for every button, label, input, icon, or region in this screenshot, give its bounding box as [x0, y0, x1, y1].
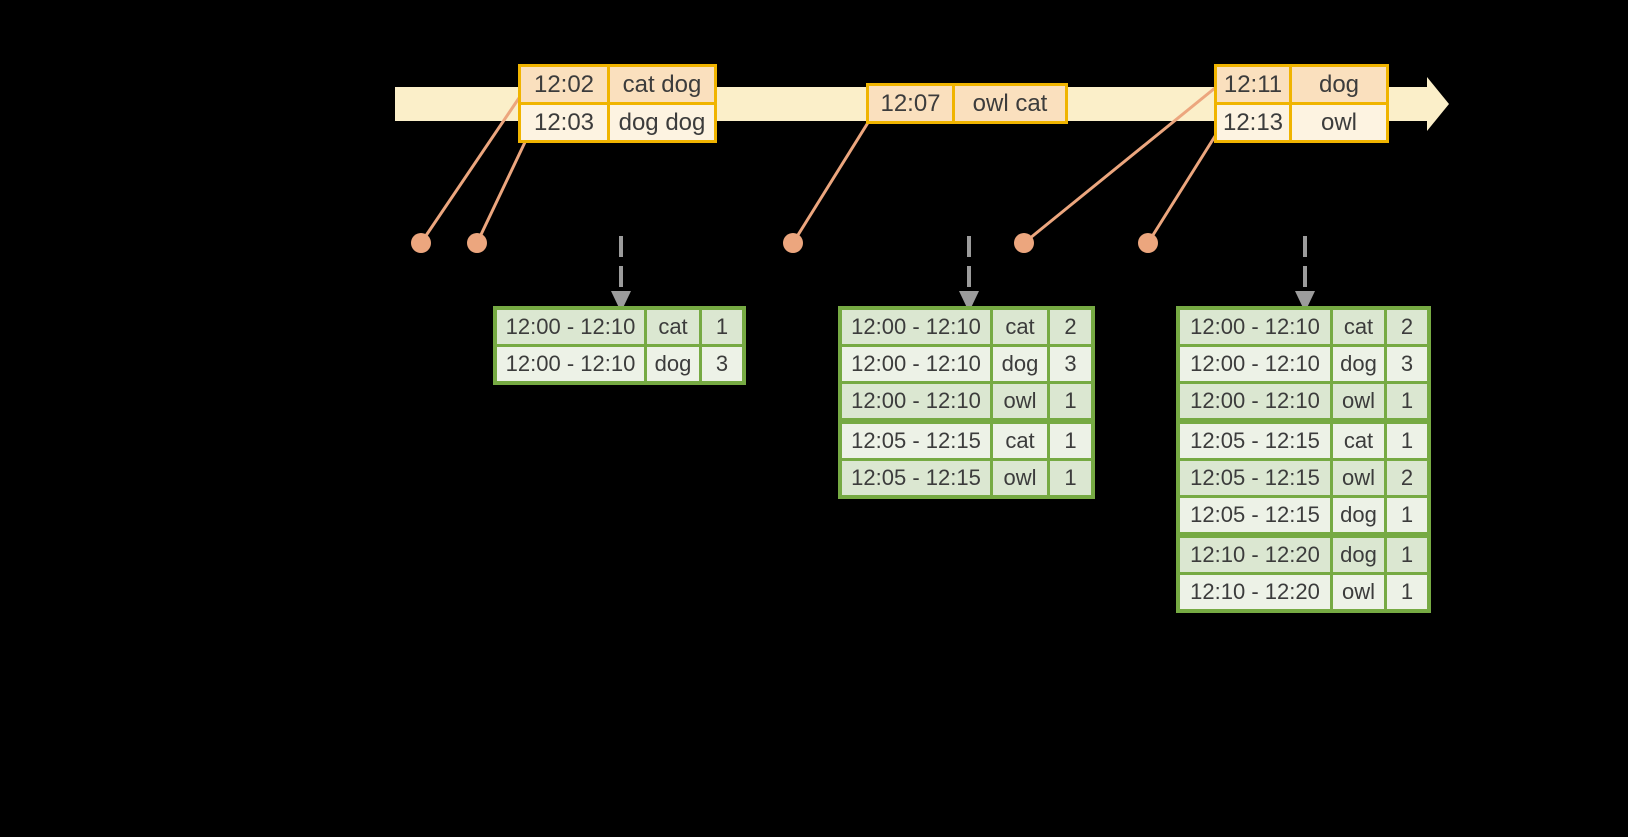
word-cell: cat	[990, 310, 1047, 344]
count-cell: 1	[1047, 424, 1091, 458]
window-range-cell: 12:10 - 12:20	[1180, 575, 1330, 609]
down-arrowhead-icon	[611, 291, 631, 312]
window-range-cell: 12:00 - 12:10	[1180, 347, 1330, 381]
event-words-cell: dog dog	[607, 105, 714, 140]
event-time-cell: 12:03	[521, 105, 607, 140]
down-arrowhead-icon	[959, 291, 979, 312]
event-dot-icon	[1138, 233, 1158, 253]
count-cell: 1	[1047, 384, 1091, 418]
event-words-cell: dog	[1289, 67, 1386, 102]
window-range-cell: 12:00 - 12:10	[842, 310, 990, 344]
event-dot-icon	[467, 233, 487, 253]
count-cell: 2	[1047, 310, 1091, 344]
window-range-cell: 12:00 - 12:10	[842, 384, 990, 418]
connector-line	[1023, 86, 1216, 245]
window-range-cell: 12:10 - 12:20	[1180, 538, 1330, 572]
word-cell: owl	[1330, 384, 1384, 418]
event-time-cell: 12:07	[869, 86, 952, 121]
event-dot-icon	[1014, 233, 1034, 253]
window-range-cell: 12:00 - 12:10	[1180, 384, 1330, 418]
count-cell: 1	[1384, 384, 1427, 418]
event-words-cell: cat dog	[607, 67, 714, 102]
event-time-cell: 12:11	[1217, 67, 1289, 102]
word-cell: cat	[1330, 310, 1384, 344]
word-cell: dog	[990, 347, 1047, 381]
word-cell: owl	[1330, 575, 1384, 609]
window-range-cell: 12:00 - 12:10	[497, 347, 644, 381]
connector-line	[475, 139, 528, 244]
count-cell: 1	[1384, 424, 1427, 458]
word-cell: owl	[990, 384, 1047, 418]
word-cell: cat	[1330, 424, 1384, 458]
count-cell: 1	[1047, 461, 1091, 495]
window-range-cell: 12:05 - 12:15	[1180, 498, 1330, 532]
count-cell: 2	[1384, 461, 1427, 495]
down-arrowhead-icon	[1295, 291, 1315, 312]
window-range-cell: 12:00 - 12:10	[497, 310, 644, 344]
window-range-cell: 12:05 - 12:15	[1180, 461, 1330, 495]
count-cell: 1	[1384, 575, 1427, 609]
event-dot-icon	[411, 233, 431, 253]
window-range-cell: 12:00 - 12:10	[842, 347, 990, 381]
trigger-arrows	[611, 236, 1315, 312]
timeline-arrowhead-icon	[1427, 77, 1449, 131]
count-cell: 3	[1384, 347, 1427, 381]
count-cell: 2	[1384, 310, 1427, 344]
count-cell: 1	[1384, 498, 1427, 532]
word-cell: owl	[1330, 461, 1384, 495]
count-cell: 3	[1047, 347, 1091, 381]
word-cell: owl	[990, 461, 1047, 495]
connector-lines	[419, 86, 1219, 245]
connector-line	[419, 97, 521, 244]
window-range-cell: 12:00 - 12:10	[1180, 310, 1330, 344]
window-range-cell: 12:05 - 12:15	[1180, 424, 1330, 458]
window-range-cell: 12:05 - 12:15	[842, 424, 990, 458]
event-time-cell: 12:13	[1217, 105, 1289, 140]
event-dot-icon	[783, 233, 803, 253]
window-range-cell: 12:05 - 12:15	[842, 461, 990, 495]
word-cell: cat	[644, 310, 699, 344]
event-dots	[411, 233, 1158, 253]
event-words-cell: owl	[1289, 105, 1386, 140]
count-cell: 1	[699, 310, 742, 344]
word-cell: cat	[990, 424, 1047, 458]
event-words-cell: owl cat	[952, 86, 1065, 121]
word-cell: dog	[1330, 347, 1384, 381]
word-cell: dog	[1330, 498, 1384, 532]
word-cell: dog	[1330, 538, 1384, 572]
count-cell: 1	[1384, 538, 1427, 572]
event-time-cell: 12:02	[521, 67, 607, 102]
connector-line	[1146, 132, 1219, 244]
connector-line	[791, 120, 871, 244]
word-cell: dog	[644, 347, 699, 381]
count-cell: 3	[699, 347, 742, 381]
